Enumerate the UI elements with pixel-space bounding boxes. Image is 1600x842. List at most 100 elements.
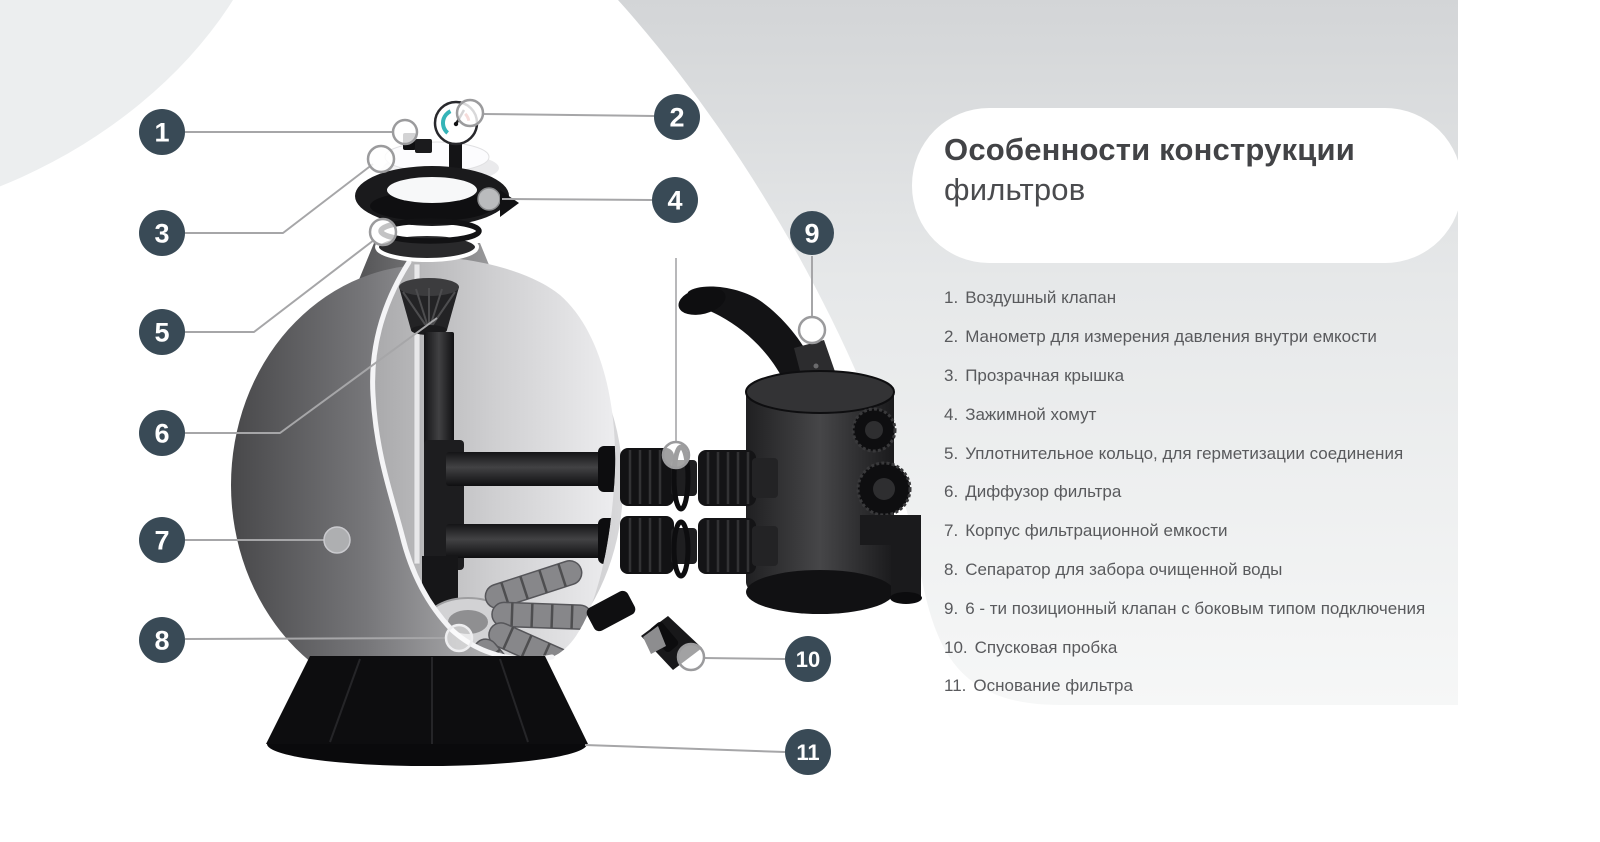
svg-text:6: 6	[154, 419, 169, 449]
part-clamp-ring	[355, 166, 519, 226]
cutaway-edge	[370, 259, 555, 662]
legend-item-number: 2.	[944, 327, 959, 347]
callout-endpoint-5	[368, 217, 398, 247]
panel-title-line1: Особенности конструкции	[944, 132, 1355, 167]
legend-item-1: 1. Воздушный клапан	[944, 279, 1454, 318]
callout-endpoints	[323, 98, 827, 672]
callout-badge-4: 4	[652, 177, 698, 223]
legend-item-number: 7.	[944, 521, 959, 541]
legend-item-number: 1.	[944, 288, 959, 308]
legend-item-label: Спусковая пробка	[974, 637, 1118, 657]
valve-top-cap	[745, 370, 895, 414]
valve-body	[746, 392, 894, 605]
svg-text:10: 10	[796, 647, 820, 672]
valve-handle-knob	[678, 287, 726, 315]
svg-text:3: 3	[154, 219, 169, 249]
callout-badge-11: 11	[785, 729, 831, 775]
svg-text:9: 9	[804, 219, 819, 249]
callout-badge-9: 9	[790, 211, 834, 255]
callout-badge-5: 5	[139, 309, 185, 355]
panel-title-line2: фильтров	[944, 172, 1086, 207]
legend-item-10: 10. Спусковая пробка	[944, 628, 1454, 667]
legend-item-number: 4.	[944, 404, 959, 424]
svg-text:8: 8	[154, 626, 169, 656]
legend-item-number: 11.	[944, 676, 967, 696]
legend-item-number: 6.	[944, 482, 959, 502]
callout-badge-1: 1	[139, 109, 185, 155]
valve-handle	[687, 286, 814, 381]
legend-item-2: 2. Манометр для измерения давления внутр…	[944, 318, 1454, 357]
panel-title: Особенности конструкции фильтров	[944, 131, 1464, 209]
callout-endpoint-10	[676, 642, 706, 672]
callout-endpoint-1	[391, 118, 419, 146]
tank-valve-connection	[620, 444, 697, 579]
legend-item-label: Основание фильтра	[973, 676, 1133, 696]
title-card	[912, 108, 1462, 263]
legend-item-11: 11. Основание фильтра	[944, 667, 1454, 706]
callout-line-5	[185, 239, 375, 333]
callout-badges: 1 2 3 4 5 6 7 8	[139, 94, 834, 775]
callout-endpoint-2	[455, 98, 485, 128]
standpipe	[413, 263, 421, 565]
svg-text:11: 11	[796, 740, 819, 765]
callout-line-11	[584, 744, 786, 753]
callout-badge-10: 10	[785, 636, 831, 682]
legend-item-number: 8.	[944, 559, 959, 579]
part-filter-tank	[231, 232, 636, 766]
legend-item-8: 8. Сепаратор для забора очищенной воды	[944, 551, 1454, 590]
callout-line-2	[482, 113, 655, 117]
union-nut-lower	[620, 516, 697, 574]
part-six-position-valve	[678, 286, 922, 614]
legend-item-label: Зажимной хомут	[965, 404, 1097, 424]
valve-port-upper	[698, 450, 778, 506]
svg-text:1: 1	[154, 118, 169, 148]
legend-item-label: 6 - ти позиционный клапан с боковым типо…	[965, 598, 1426, 618]
callout-endpoint-7	[323, 526, 351, 554]
callout-endpoint-4	[661, 440, 691, 470]
clamp-handle	[500, 190, 519, 217]
legend-item-label: Корпус фильтрационной емкости	[965, 521, 1228, 541]
legend-item-number: 3.	[944, 365, 959, 385]
legend-item-label: Манометр для измерения давления внутри е…	[965, 327, 1377, 347]
legend-item-label: Уплотнительное кольцо, для герметизации …	[965, 443, 1404, 463]
svg-text:2: 2	[669, 103, 684, 133]
callout-badge-2: 2	[654, 94, 700, 140]
callout-line-6	[185, 317, 438, 434]
callout-badge-3: 3	[139, 210, 185, 256]
svg-text:7: 7	[154, 526, 169, 556]
callout-line-4	[501, 198, 653, 201]
legend-item-number: 9.	[944, 598, 959, 618]
callout-endpoint-8	[444, 623, 474, 653]
callout-badge-6: 6	[139, 410, 185, 456]
callout-endpoint-9	[797, 315, 827, 345]
legend-item-7: 7. Корпус фильтрационной емкости	[944, 512, 1454, 551]
callout-badge-8: 8	[139, 617, 185, 663]
legend-item-3: 3. Прозрачная крышка	[944, 357, 1454, 396]
legend-item-4: 4. Зажимной хомут	[944, 395, 1454, 434]
background-decor	[0, 0, 1462, 705]
legend-item-label: Прозрачная крышка	[965, 365, 1125, 385]
legend-item-number: 5.	[944, 443, 959, 463]
clamp-knob	[477, 187, 501, 211]
legend-item-label: Диффузор фильтра	[965, 482, 1122, 502]
drain-port	[586, 590, 636, 632]
svg-text:4: 4	[667, 186, 682, 216]
legend-item-5: 5. Уплотнительное кольцо, для герметизац…	[944, 434, 1454, 473]
legend-item-6: 6. Диффузор фильтра	[944, 473, 1454, 512]
corner-swoosh	[0, 0, 278, 222]
legend-item-9: 9. 6 - ти позиционный клапан с боковым т…	[944, 589, 1454, 628]
legend-item-number: 10.	[944, 637, 968, 657]
svg-text:5: 5	[154, 318, 169, 348]
union-nut-upper	[620, 448, 697, 506]
callout-endpoint-3	[366, 144, 396, 174]
callout-line-3	[185, 163, 374, 234]
legend-item-label: Воздушный клапан	[965, 288, 1117, 308]
legend-list: 1. Воздушный клапан 2. Манометр для изме…	[944, 279, 1454, 706]
callout-badge-7: 7	[139, 517, 185, 563]
callout-line-8	[184, 637, 448, 640]
callout-lines	[184, 113, 813, 753]
legend-item-label: Сепаратор для забора очищенной воды	[965, 559, 1283, 579]
connection-o-ring-lower	[671, 519, 691, 579]
